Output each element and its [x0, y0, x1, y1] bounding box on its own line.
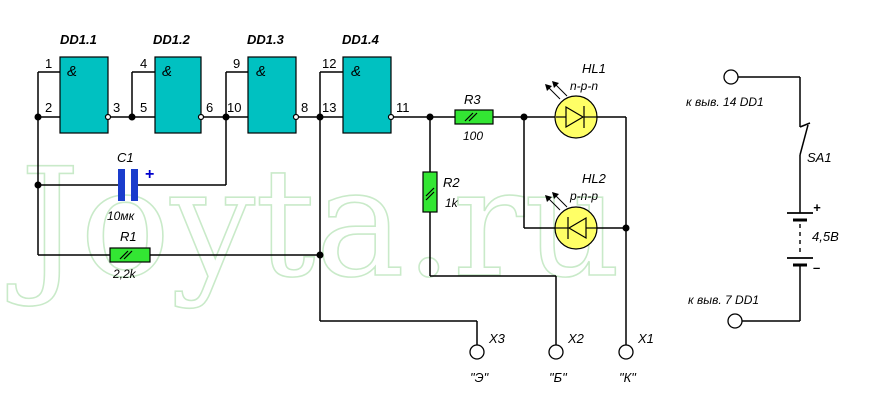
- led-hl1: HL1 n-p-n: [545, 61, 606, 139]
- gate-dd1-3: & DD1.3 9 10 8: [227, 32, 308, 134]
- pin-label: 12: [322, 56, 336, 71]
- switch-ref: SA1: [807, 150, 832, 165]
- watermark: Joyta.ru: [7, 137, 621, 311]
- gate-symbol: &: [67, 63, 77, 80]
- terminal-ref: X3: [488, 331, 506, 346]
- led-type: p-n-p: [569, 189, 598, 203]
- led-hl2: HL2 p-n-p: [545, 171, 607, 250]
- terminal-label: "Э": [470, 370, 490, 385]
- pin-label: 5: [140, 100, 147, 115]
- power-section: к выв. 14 DD1 SA1 + – 4,5В к выв. 7 DD1: [686, 69, 839, 329]
- battery-minus: –: [813, 260, 820, 275]
- resistor-value: 100: [463, 129, 483, 143]
- pin-label: 10: [227, 100, 241, 115]
- terminal-label: "Б": [549, 370, 568, 385]
- resistor-r1: R1 2,2k: [109, 229, 151, 281]
- resistor-r3: R3 100: [454, 92, 494, 143]
- resistor-r2: R2 1k: [422, 171, 460, 213]
- resistor-ref: R1: [120, 229, 137, 244]
- pin-label: 9: [233, 56, 240, 71]
- capacitor-c1: + C1 10мк: [107, 150, 154, 223]
- pin-label: 3: [113, 100, 120, 115]
- pin-label: 4: [140, 56, 147, 71]
- resistor-value: 1k: [445, 196, 459, 210]
- resistor-ref: R2: [443, 175, 460, 190]
- terminal-x1: X1 "К": [618, 331, 654, 385]
- gate-symbol: &: [162, 63, 172, 80]
- power-terminal-bottom: [727, 313, 743, 329]
- battery-value: 4,5В: [812, 229, 839, 244]
- power-terminal-top: [723, 69, 739, 85]
- terminal-x3: X3 "Э": [469, 331, 506, 385]
- terminal-x2: X2 "Б": [548, 331, 585, 385]
- pin-label: 13: [322, 100, 336, 115]
- battery-plus: +: [813, 200, 821, 215]
- gate-label: DD1.4: [342, 32, 380, 47]
- gate-label: DD1.2: [153, 32, 191, 47]
- pin-label: 8: [301, 100, 308, 115]
- power-bottom-label: к выв. 7 DD1: [688, 293, 759, 307]
- junction-dots: [34, 113, 630, 259]
- terminal-ref: X1: [637, 331, 654, 346]
- resistor-value: 2,2k: [112, 267, 137, 281]
- capacitor-value: 10мк: [107, 209, 136, 223]
- gate-symbol: &: [351, 63, 361, 80]
- led-type: n-p-n: [570, 79, 598, 93]
- pin-label: 1: [45, 56, 52, 71]
- pin-label: 11: [396, 100, 410, 115]
- terminal-label: "К": [619, 370, 637, 385]
- led-ref: HL2: [582, 171, 607, 186]
- gate-symbol: &: [256, 63, 266, 80]
- resistor-ref: R3: [464, 92, 481, 107]
- pin-label: 6: [206, 100, 213, 115]
- power-top-label: к выв. 14 DD1: [686, 95, 764, 109]
- terminal-ref: X2: [567, 331, 585, 346]
- capacitor-polarity: +: [145, 166, 154, 183]
- gate-dd1-4: & DD1.4 12 13 11: [322, 32, 410, 134]
- gate-dd1-2: & DD1.2 4 5 6: [140, 32, 213, 134]
- capacitor-ref: C1: [117, 150, 134, 165]
- gate-label: DD1.1: [60, 32, 97, 47]
- gate-dd1-1: & DD1.1 1 2 3: [45, 32, 120, 134]
- gate-label: DD1.3: [247, 32, 285, 47]
- pin-label: 2: [45, 100, 52, 115]
- led-ref: HL1: [582, 61, 606, 76]
